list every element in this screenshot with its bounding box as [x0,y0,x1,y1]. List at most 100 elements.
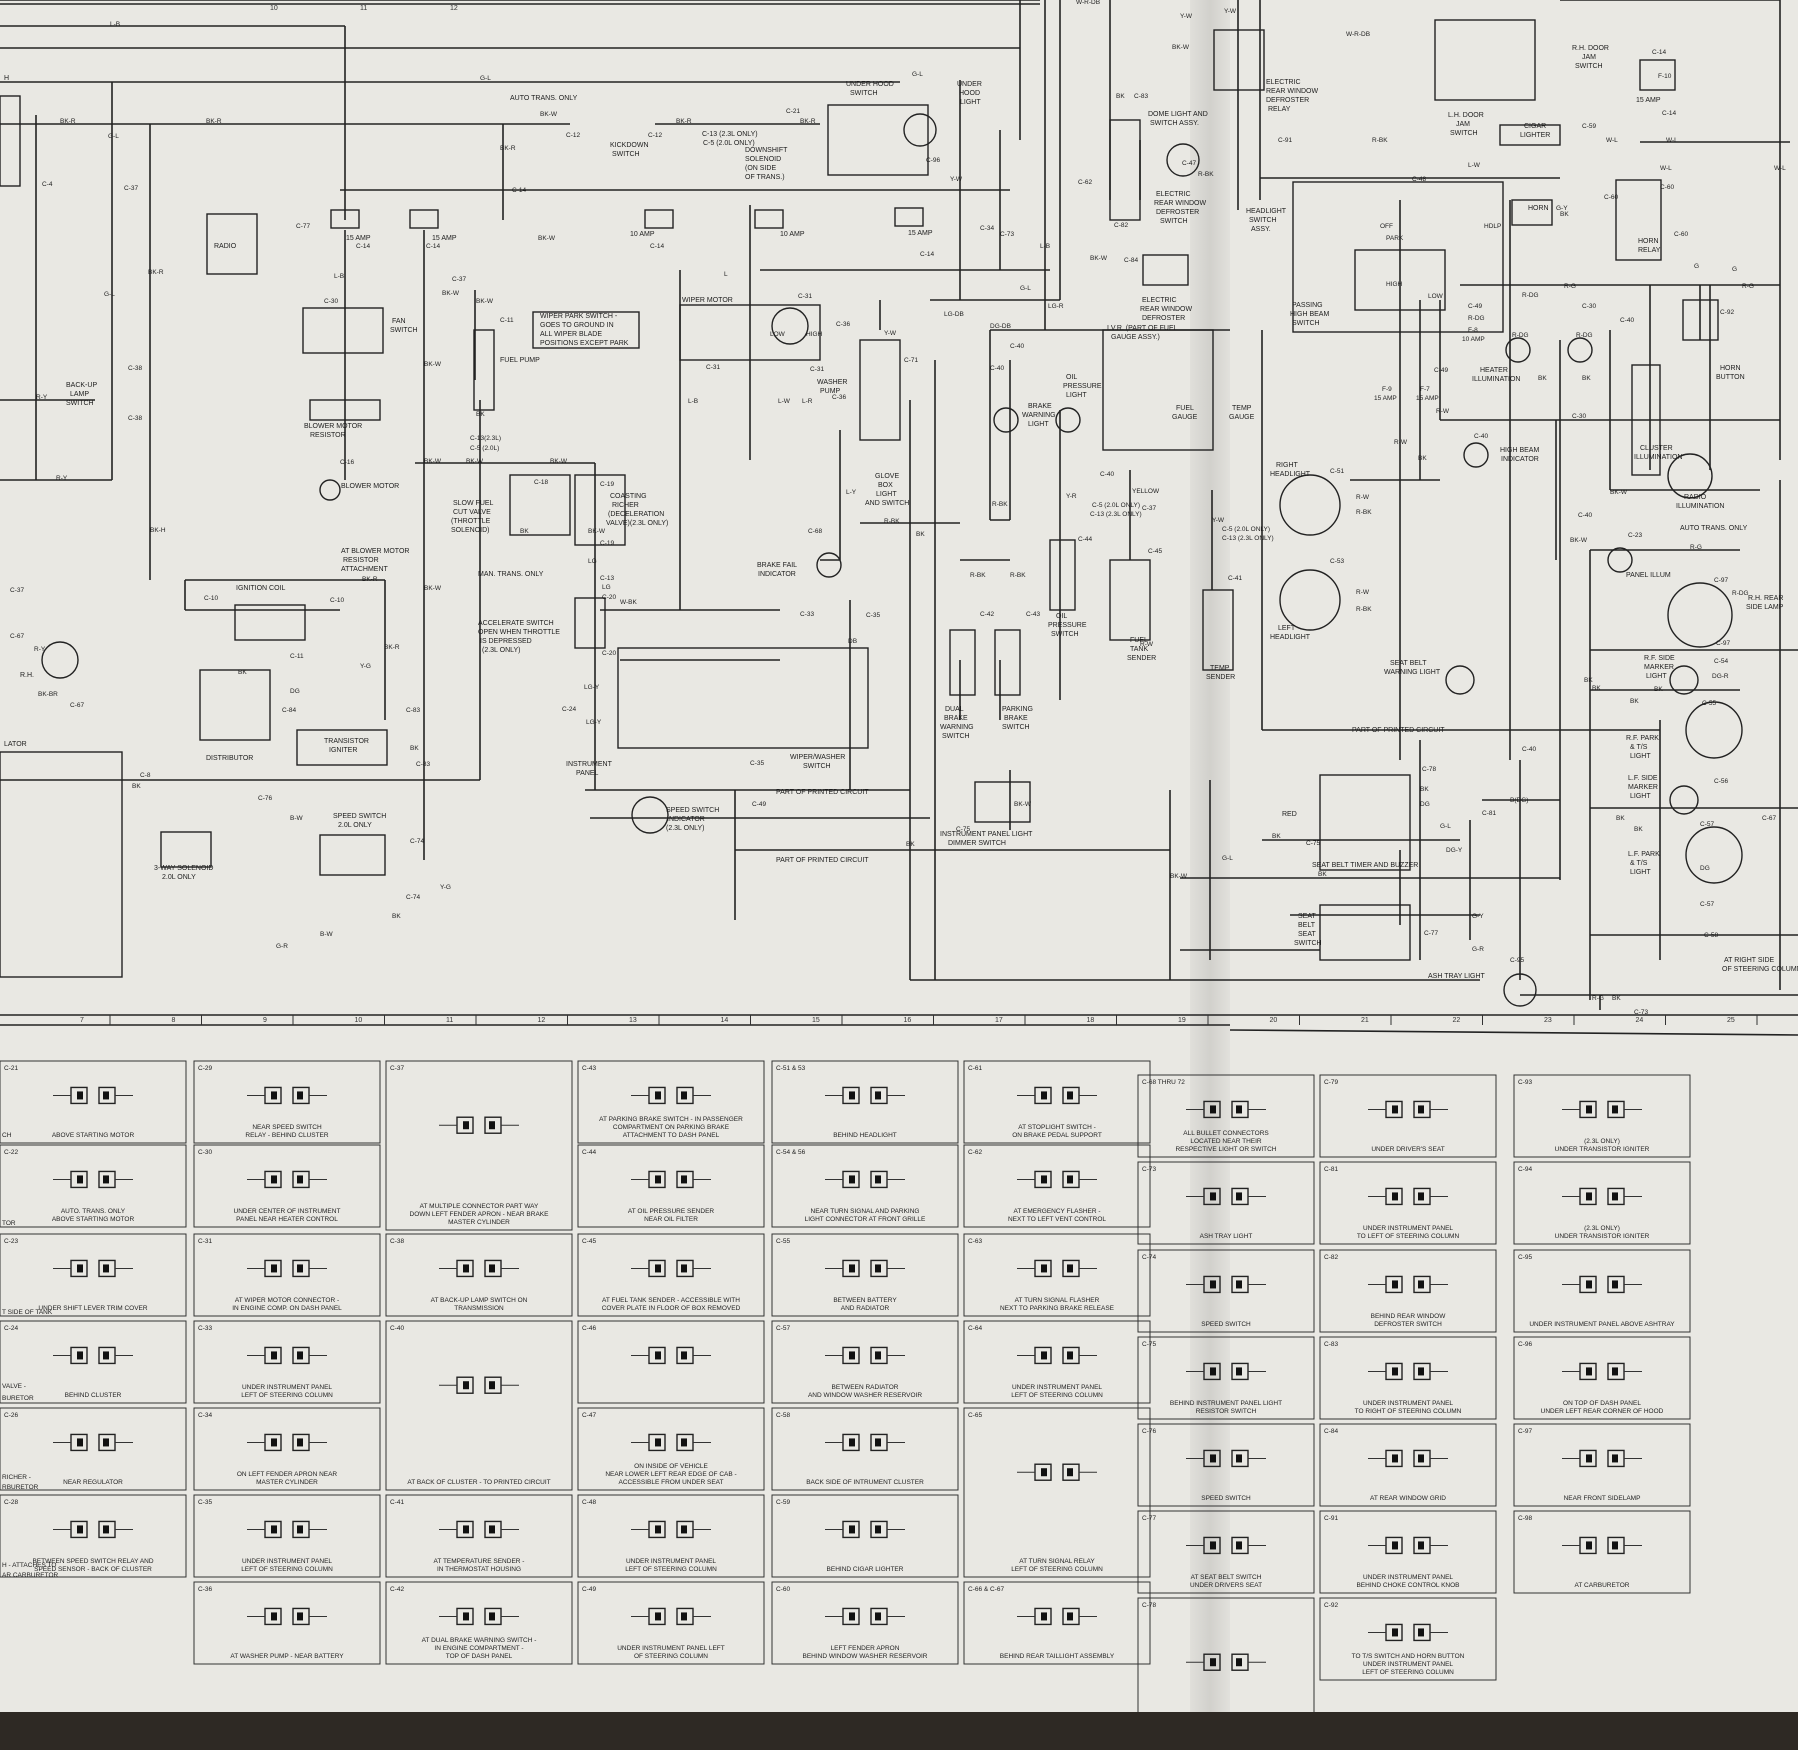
wire-code: G-Y [1472,913,1484,920]
connector-box [0,1407,187,1491]
component-label: SWITCH [1160,218,1188,225]
wire-code: C-23 [1628,532,1642,539]
connector-pin [271,1175,277,1184]
connector-box [1513,1423,1691,1507]
connector-caption: NEAR REGULATOR [63,1479,123,1486]
connector-pin [1418,1280,1424,1289]
connector-pin [1210,1541,1216,1550]
connector-box [771,1494,959,1578]
component-label: LIGHT [1028,421,1049,428]
connector-pin [1586,1192,1592,1201]
wire-code: YELLOW [1132,488,1160,495]
wire-code: BK [1560,211,1569,218]
wire-code: BK-R [676,118,692,125]
wire-code: C-83 [416,761,430,768]
wire-code: BK-BR [38,691,58,698]
component-label: RADIO [214,243,237,250]
component-label: GAUGE [1229,414,1255,421]
component-label: PRESSURE [1063,383,1102,390]
connector-caption: NEAR OIL FILTER [644,1216,698,1223]
connector-id: C-49 [582,1586,596,1593]
connector-id: C-35 [198,1499,212,1506]
component-label: I.V.R. (PART OF FUEL [1107,325,1178,332]
component-label: PART OF PRINTED CIRCUIT [776,857,869,864]
wire-code: C-44 [1078,536,1092,543]
component-label: SWITCH [1450,130,1478,137]
wire-code: C-24 [562,706,576,713]
connector-box [577,1320,765,1404]
wire-code: C-4 [42,181,53,188]
connector-box [577,1581,765,1665]
connector-caption: ON TOP OF DASH PANEL [1563,1400,1641,1407]
connector-pin [849,1175,855,1184]
connector-box [963,1144,1151,1228]
component-label: SENDER [1127,655,1156,662]
wire-code: G-L [1222,855,1233,862]
connector-caption: UNDER INSTRUMENT PANEL [242,1558,332,1565]
connector-caption: BACK SIDE OF INTRUMENT CLUSTER [806,1479,924,1486]
component-label: L.F. PARK [1628,851,1660,858]
connector-box [577,1407,765,1491]
wire-code: L-W [778,398,791,405]
connector-caption: ON BRAKE PEDAL SUPPORT [1012,1132,1102,1139]
wire-code: BK [906,841,915,848]
connector-caption: AT TURN SIGNAL RELAY [1019,1558,1095,1565]
wire-code: BK-W [442,290,460,297]
wire-code: G-L [1020,285,1031,292]
wire-code: C-95 [1510,957,1524,964]
component-label: IGNITER [329,747,357,754]
wire-code: C-49 [752,801,766,808]
connector-box [1319,1074,1497,1158]
connector-caption: BEHIND CLUSTER [65,1392,122,1399]
wire-code: C-5 (2.0L ONLY) [1092,502,1140,509]
wire-code: C-57 [1700,821,1714,828]
component-label: 2.0L ONLY [162,874,196,881]
component-label: SPEED SWITCH [333,813,386,820]
connector-box [1513,1249,1691,1333]
connector-pin [681,1438,687,1447]
connector-pin [1392,1192,1398,1201]
component-label: TEMP [1210,665,1230,672]
connector-caption: NEAR LOWER LEFT REAR EDGE OF CAB - [605,1471,736,1478]
wire-code: LG-Y [586,719,602,726]
wire-code: C-71 [904,357,918,364]
connector-caption: BETWEEN RADIATOR [832,1384,899,1391]
wire-code: C-49 [1434,367,1448,374]
wire-code: F-9 [1382,386,1392,393]
connector-box [385,1320,573,1491]
connector-pin [1612,1280,1618,1289]
wire-code: B-W [290,815,304,822]
component-label: GAUGE ASSY.) [1111,334,1160,341]
wire-code: C-40 [1578,512,1592,519]
component-label: AT BLOWER MOTOR [341,548,409,555]
connector-pin [1210,1658,1216,1667]
connector-pin [875,1091,881,1100]
component-label: JAM [1456,121,1470,128]
connector-caption: PANEL NEAR HEATER CONTROL [236,1216,338,1223]
connector-pin [77,1351,83,1360]
wire-code: C-67 [70,702,84,709]
connector-caption: AT SEAT BELT SWITCH [1191,1574,1262,1581]
wire-code: BK-W [1170,873,1188,880]
wire-code: L [724,271,728,278]
connector-caption: NEXT TO LEFT VENT CONTROL [1008,1216,1106,1223]
component-label: TANK [1130,646,1148,653]
connector-id: C-42 [390,1586,404,1593]
wire-code: BK [132,783,141,790]
wire-code: R-W [1356,494,1370,501]
connector-box [0,1320,187,1404]
connector-pin [655,1091,661,1100]
wire-code: C-83 [1134,93,1148,100]
component-label: SWITCH [390,327,418,334]
connector-pin [1586,1367,1592,1376]
component-label: IS DEPRESSED [480,638,532,645]
connector-pin [849,1351,855,1360]
wire-code: R-BK [884,518,900,525]
connector-pin [1067,1468,1073,1477]
connector-caption: LEFT OF STEERING COLUMN [241,1392,333,1399]
connector-pin [1586,1541,1592,1550]
connector-box [1137,1249,1315,1333]
wire-code: BK-R [60,118,76,125]
clipped-caption: RBURETOR [2,1484,39,1491]
